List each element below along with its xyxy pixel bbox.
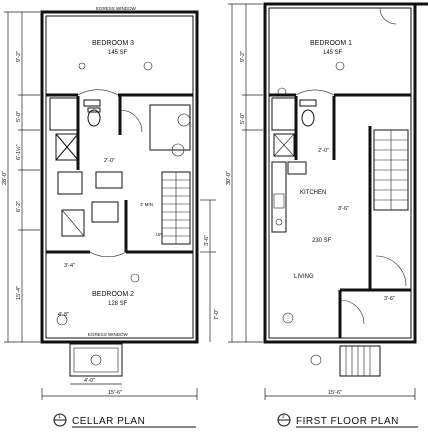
bedroom1-name: BEDROOM 1 [310,40,352,47]
cellar-dim-mid-a-label: 3'-4" [64,263,75,269]
first-floor-porch-tag-icon [310,354,322,366]
cellar-vanity [83,99,101,107]
kitchen-fridge [287,161,307,175]
cellar-dim-left-c-label: 6'-1½" [15,144,22,160]
first-floor-plan-title: FIRST FLOOR PLAN [296,416,399,427]
living-label: LIVING [294,274,314,280]
cellar-dim-left-d-label: 6'-2" [16,201,22,212]
cellar-dim-right-b-label: 7'-0" [214,309,220,320]
cellar-toilet-icon [87,109,101,127]
egress-well-tag-icon [90,354,102,366]
cellar-dim-left-e-label: 15'-4" [16,286,22,300]
cellar-dim-bottom-total-label: 15'-6" [108,390,122,396]
cellar-dim-bottom-a-label: 4'-0" [84,378,95,384]
cellar-mech-label: 3' MIN. [140,202,154,207]
cellar-toilet-tank [87,107,101,113]
first-floor-tub [271,97,297,131]
water-heater-icon [177,113,191,127]
cellar-stairs [161,171,191,245]
cellar-stair-up-label: UP [156,232,162,237]
first-floor-closet [273,133,295,157]
bedroom1-door-swing [295,89,335,96]
kitchen-sink-icon [275,218,283,226]
first-floor-title-number: 2 [282,414,285,419]
cellar-dim-bath-label: 2'-0" [104,158,115,164]
bedroom2-name: BEDROOM 2 [92,291,134,298]
living-tag-icon [282,312,294,324]
kitchen-counter [271,161,287,233]
cellar-closet-b-x [61,209,85,237]
bedroom2-tag-icon [56,314,68,326]
first-floor-porch-steps [339,345,381,377]
bedroom2-detector-icon [130,273,140,283]
cellar-dim-right-a-label: 3'-6" [204,235,210,246]
first-floor-plan: BEDROOM 1 145 SF 2'-0" [226,2,428,428]
furnace-icon [171,143,185,157]
living-area-label: 230 SF [312,238,332,244]
cellar-dim-left-b-label: 5'-0" [16,111,22,122]
outlet-tag-icon [78,62,86,70]
bedroom3-name: BEDROOM 3 [92,40,134,47]
cellar-egress-top-label: EGRESS WINDOW [96,6,137,11]
cellar-shower [49,97,79,131]
cellar-egress-well [69,343,123,377]
cellar-closet-a [55,133,79,161]
first-floor-dim-bottom-total-label: 15'-6" [328,390,342,396]
kitchen-range-icon [273,193,285,209]
first-floor-dim-kitchen-label: 3'-6" [338,206,349,212]
cellar-egress-bottom-label: EGRESS WINDOW [88,332,129,337]
cellar-dryer [91,201,119,223]
bedroom2-area: 128 SF [108,301,128,307]
bedroom3-door-swing [77,89,119,96]
first-floor-dim-stair-label: 3'-6" [384,296,395,302]
cellar-plan-title: CELLAR PLAN [72,416,145,427]
cellar-closet-a-x2 [55,133,79,161]
first-floor-dim-bath-label: 2'-0" [318,148,329,154]
first-floor-closet-door-swing [375,255,407,287]
bedroom2-door-swing [89,251,127,258]
kitchen-label: KITCHEN [300,190,326,196]
cellar-dim-left-total-label: 28'-0" [2,171,8,185]
smoke-detector-icon [143,61,153,71]
cellar-closet-b [61,209,85,237]
first-floor-dim-left-a-label: 9'-2" [240,51,246,62]
first-floor-vanity [299,99,317,107]
bedroom1-detector-icon [335,61,345,71]
cellar-title-number: 1 [58,414,61,419]
first-floor-outer-wall [263,2,417,344]
first-floor-dim-left-b-label: 5'-0" [240,113,246,124]
bedroom3-area: 145 SF [108,50,128,56]
first-floor-stairs [373,129,409,211]
cellar-washer [57,171,83,195]
cellar-dim-mid-b-label: 4'-8" [58,312,69,318]
cellar-inner-wall-line [45,15,194,339]
cellar-sink [95,171,123,189]
cellar-mech-room [149,104,191,151]
cellar-dim-left-a-label: 9'-2" [16,51,22,62]
first-floor-dim-left-total-label: 30'-0" [226,171,232,185]
bedroom1-area: 145 SF [323,50,343,56]
cellar-plan: EGRESS WINDOW BEDROOM 3 145 SF 3' MIN. [2,6,220,428]
cellar-bath-door-swing [119,109,143,133]
first-floor-entry-door-swing [339,299,365,325]
first-floor-toilet-icon [301,109,315,127]
first-floor-top-door-swing [379,7,397,25]
